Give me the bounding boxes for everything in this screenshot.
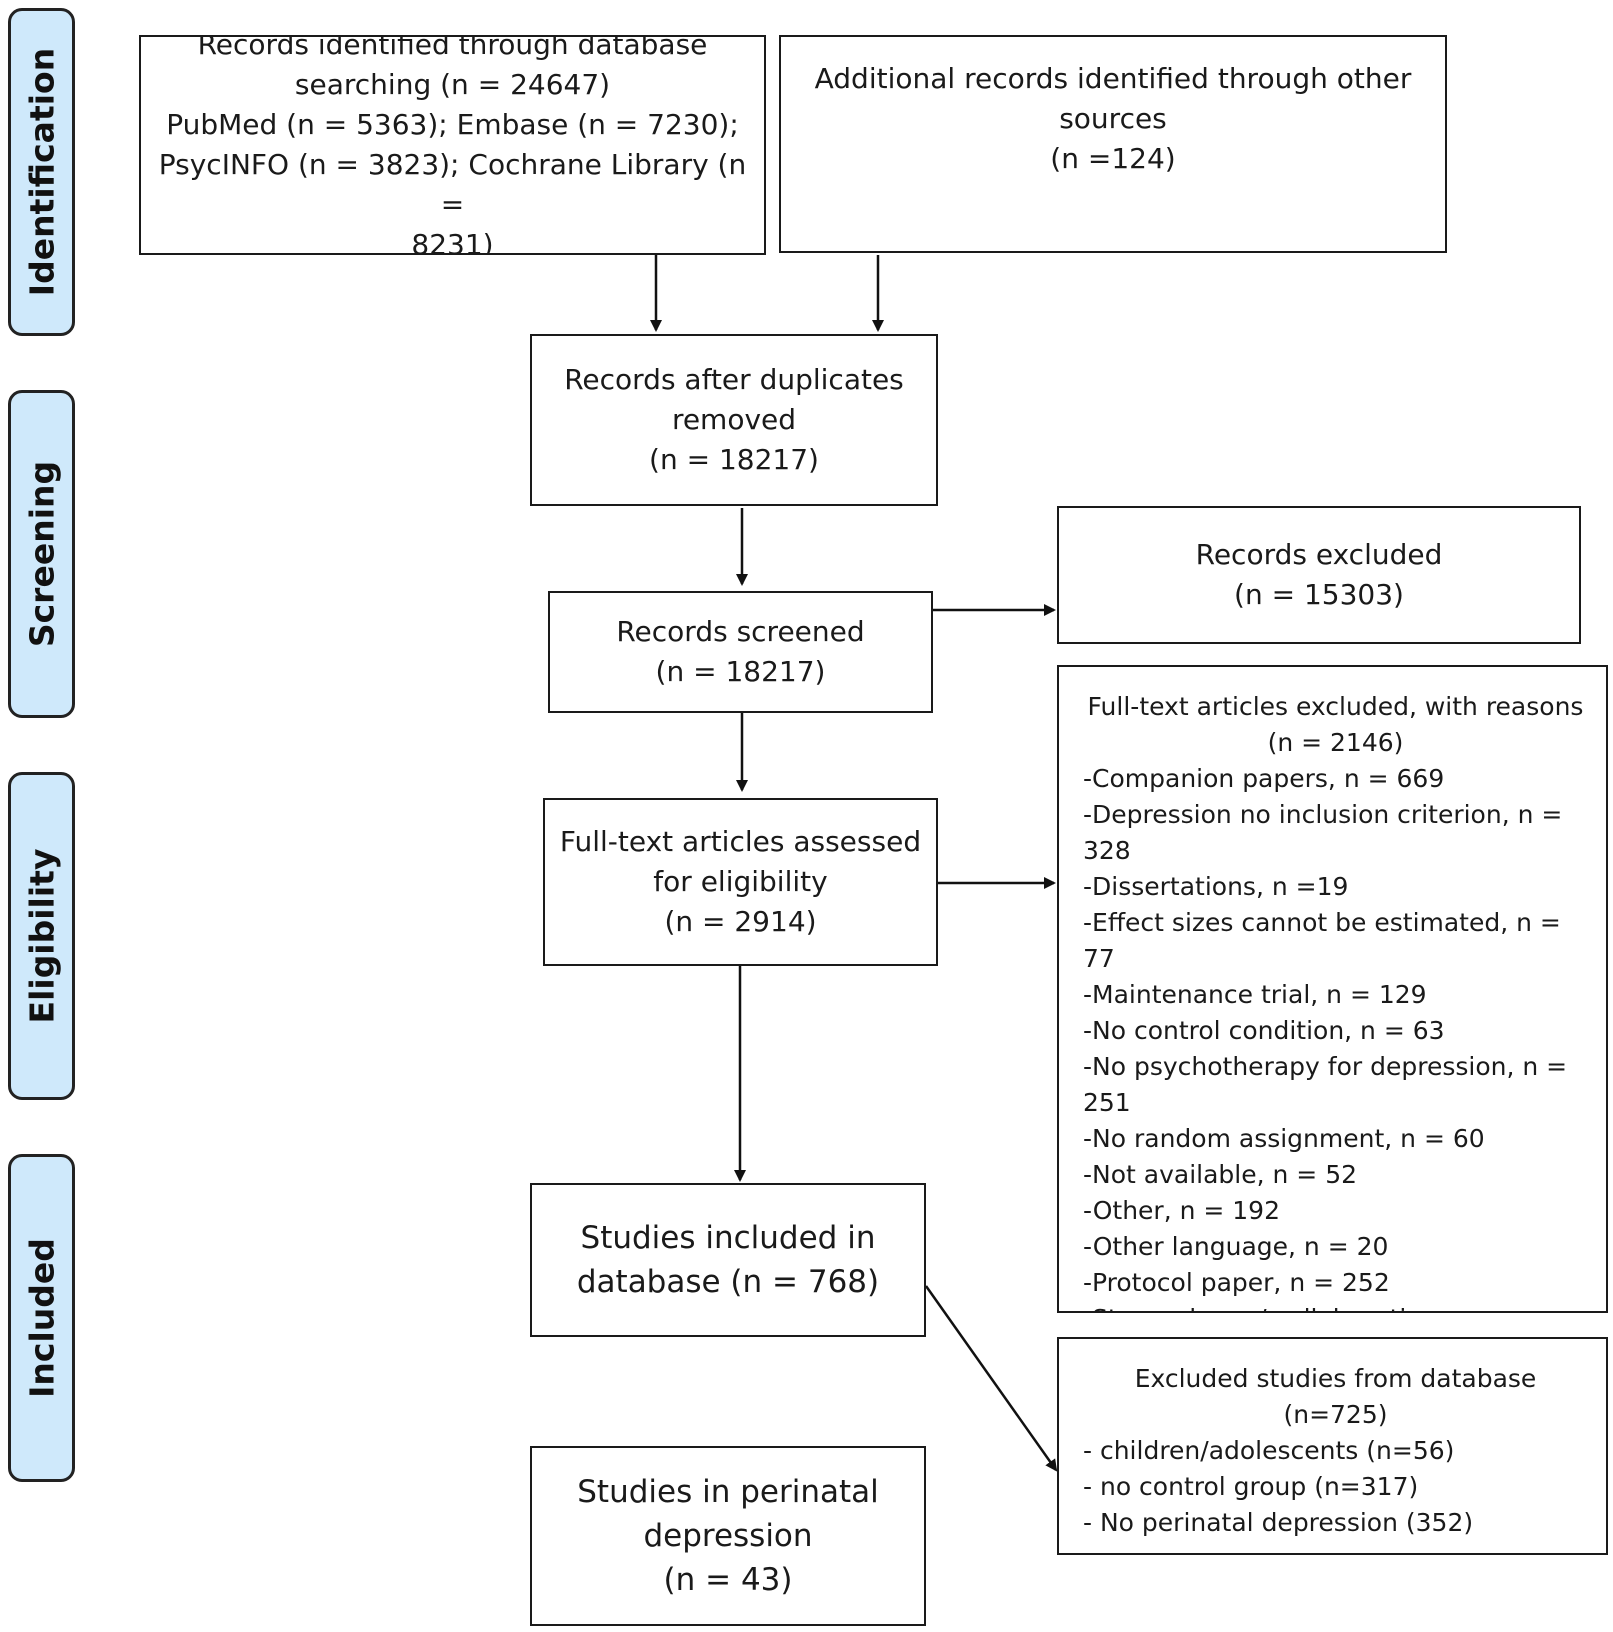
box-perinatal: Studies in perinatal depression (n = 43) — [530, 1446, 926, 1626]
text-line: Excluded studies from database (n=725) — [1134, 1364, 1537, 1429]
text-line: depression — [643, 1518, 813, 1554]
text-line: database (n = 768) — [576, 1264, 880, 1300]
text-line: searching (n = 24647) — [294, 68, 611, 101]
phase-included: Included — [8, 1154, 75, 1482]
text-line: for eligibility — [653, 865, 828, 898]
text-line: Records after duplicates — [564, 363, 904, 396]
heading-line: Full-text articles excluded, with reason… — [1087, 692, 1584, 721]
text-line: Additional records identified through ot… — [814, 62, 1412, 95]
heading-line: (n = 2146) — [1267, 728, 1404, 757]
text-line: PsycINFO (n = 3823); Cochrane Library (n… — [158, 148, 747, 221]
text-line: Records excluded — [1195, 538, 1443, 571]
text-line: Studies in perinatal — [577, 1474, 879, 1510]
arrow-included-to-excluded-db — [924, 1285, 1058, 1472]
box-records-excluded: Records excluded (n = 15303) — [1057, 506, 1581, 644]
box-full-text-assessed: Full-text articles assessed for eligibil… — [543, 798, 938, 966]
box-excluded-from-database: Excluded studies from database (n=725) -… — [1057, 1337, 1608, 1555]
text-line: (n = 18217) — [649, 443, 819, 476]
text-line: Records identified through database — [197, 35, 708, 61]
phase-eligibility: Eligibility — [8, 772, 75, 1100]
text-line: 8231) — [411, 228, 494, 255]
phase-screening: Screening — [8, 390, 75, 718]
reason-item: -Companion papers, n = 669 — [1083, 764, 1445, 793]
box-records-screened: Records screened (n = 18217) — [548, 591, 933, 713]
reason-item: -No random assignment, n = 60 — [1083, 1124, 1485, 1153]
text-line: (n = 43) — [663, 1562, 793, 1598]
reason-item: -No control condition, n = 63 — [1083, 1016, 1445, 1045]
box-other-sources: Additional records identified through ot… — [779, 35, 1447, 253]
reason-item: -Dissertations, n =19 — [1083, 872, 1349, 901]
reason-item: -Effect sizes cannot be estimated, n = 7… — [1083, 908, 1561, 973]
text-line: Records screened — [616, 615, 865, 648]
box-included-database: Studies included in database (n = 768) — [530, 1183, 926, 1337]
reason-item: -No psychotherapy for depression, n = — [1083, 1052, 1568, 1081]
box-after-duplicates: Records after duplicates removed (n = 18… — [530, 334, 938, 506]
reason-item: -Not available, n = 52 — [1083, 1160, 1357, 1189]
phase-identification-label: Identification — [22, 47, 61, 297]
reason-item: - No perinatal depression (352) — [1083, 1508, 1474, 1537]
text-line: (n = 2914) — [664, 905, 817, 938]
reason-item: -Depression no inclusion criterion, n = — [1083, 800, 1563, 829]
phase-eligibility-label: Eligibility — [22, 848, 61, 1024]
reason-item: -Stepped care/ collaborative care, n = 3… — [1083, 1301, 1588, 1311]
text-line: Studies included in — [580, 1220, 876, 1256]
box-full-text-excluded: Full-text articles excluded, with reason… — [1057, 665, 1608, 1313]
reason-item: - children/adolescents (n=56) — [1083, 1436, 1455, 1465]
reason-item: - no control group (n=317) — [1083, 1472, 1419, 1501]
text-line: (n =124) — [1050, 142, 1176, 175]
reason-item: -Protocol paper, n = 252 — [1083, 1268, 1390, 1297]
text-line: (n = 18217) — [655, 655, 826, 688]
phase-included-label: Included — [22, 1238, 61, 1398]
text-line: Full-text articles assessed — [559, 825, 922, 858]
reason-item: -Other, n = 192 — [1083, 1196, 1280, 1225]
phase-identification: Identification — [8, 8, 75, 336]
text-line: removed — [671, 403, 797, 436]
reason-item: -Other language, n = 20 — [1083, 1232, 1389, 1261]
reason-item: 251 — [1083, 1088, 1131, 1117]
phase-screening-label: Screening — [22, 460, 61, 648]
text-line: PubMed (n = 5363); Embase (n = 7230); — [166, 108, 739, 141]
text-line: sources — [1059, 102, 1167, 135]
box-database-search: Records identified through database sear… — [139, 35, 766, 255]
reason-item: 328 — [1083, 836, 1131, 865]
reason-item: -Maintenance trial, n = 129 — [1083, 980, 1427, 1009]
text-line: (n = 15303) — [1234, 578, 1404, 611]
